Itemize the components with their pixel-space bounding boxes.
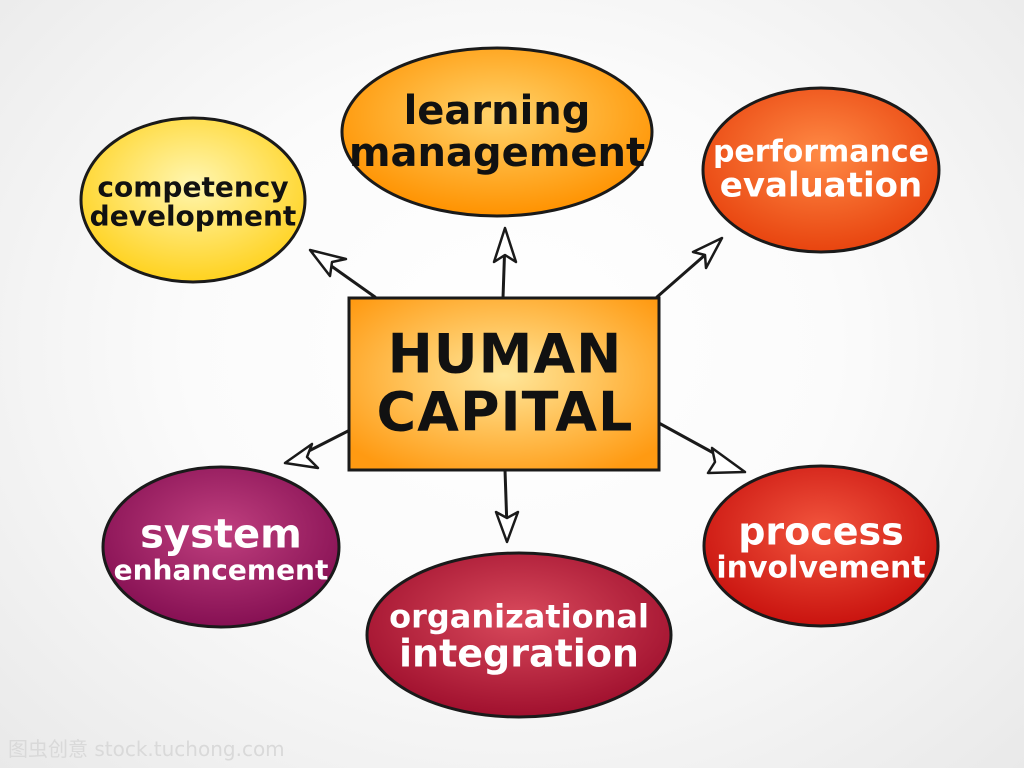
- node-process-involvement-line1: process: [738, 509, 904, 554]
- node-learning-management-line1: learning: [403, 88, 591, 134]
- node-system-enhancement-shape: [101, 465, 341, 629]
- node-learning-management: learning management: [349, 90, 645, 174]
- arrowhead-process: [706, 446, 747, 475]
- node-competency-development: competency development: [89, 170, 297, 233]
- arrowhead-system: [283, 442, 320, 470]
- node-performance-evaluation-line2: evaluation: [719, 164, 923, 205]
- center-title: HUMAN CAPITAL: [376, 322, 634, 444]
- arrowhead-learning: [492, 226, 518, 264]
- node-process-involvement-shape: [702, 464, 940, 628]
- node-performance-evaluation: performance evaluation: [713, 136, 929, 203]
- center-title-line1: HUMAN: [387, 322, 623, 386]
- node-competency-development-line2: development: [89, 200, 297, 233]
- node-system-enhancement: system enhancement: [114, 513, 329, 584]
- node-process-involvement: process involvement: [716, 509, 926, 586]
- node-organizational-integration: organizational integration: [389, 600, 649, 673]
- node-system-enhancement-line2: enhancement: [113, 553, 329, 587]
- node-process-involvement-line2: involvement: [716, 550, 926, 586]
- node-system-enhancement-line1: system: [140, 511, 302, 558]
- node-learning-management-shape: [340, 46, 654, 218]
- arrowhead-performance: [691, 236, 724, 270]
- node-competency-development-shape: [79, 116, 307, 284]
- watermark-text: 图虫创意 stock.tuchong.com: [8, 737, 285, 761]
- arrowhead-competency: [308, 248, 348, 278]
- node-organizational-integration-shape: [365, 551, 673, 719]
- connector-performance: [655, 246, 715, 299]
- node-performance-evaluation-shape: [701, 86, 941, 254]
- node-organizational-integration-line2: integration: [399, 630, 639, 675]
- node-competency-development-line1: competency: [97, 170, 289, 204]
- center-title-line2: CAPITAL: [376, 381, 634, 444]
- node-organizational-integration-line1: organizational: [389, 597, 649, 636]
- node-performance-evaluation-line1: performance: [712, 134, 930, 170]
- arrowhead-organizational: [494, 510, 520, 544]
- center-box: [347, 296, 661, 472]
- node-learning-management-line2: management: [348, 130, 646, 176]
